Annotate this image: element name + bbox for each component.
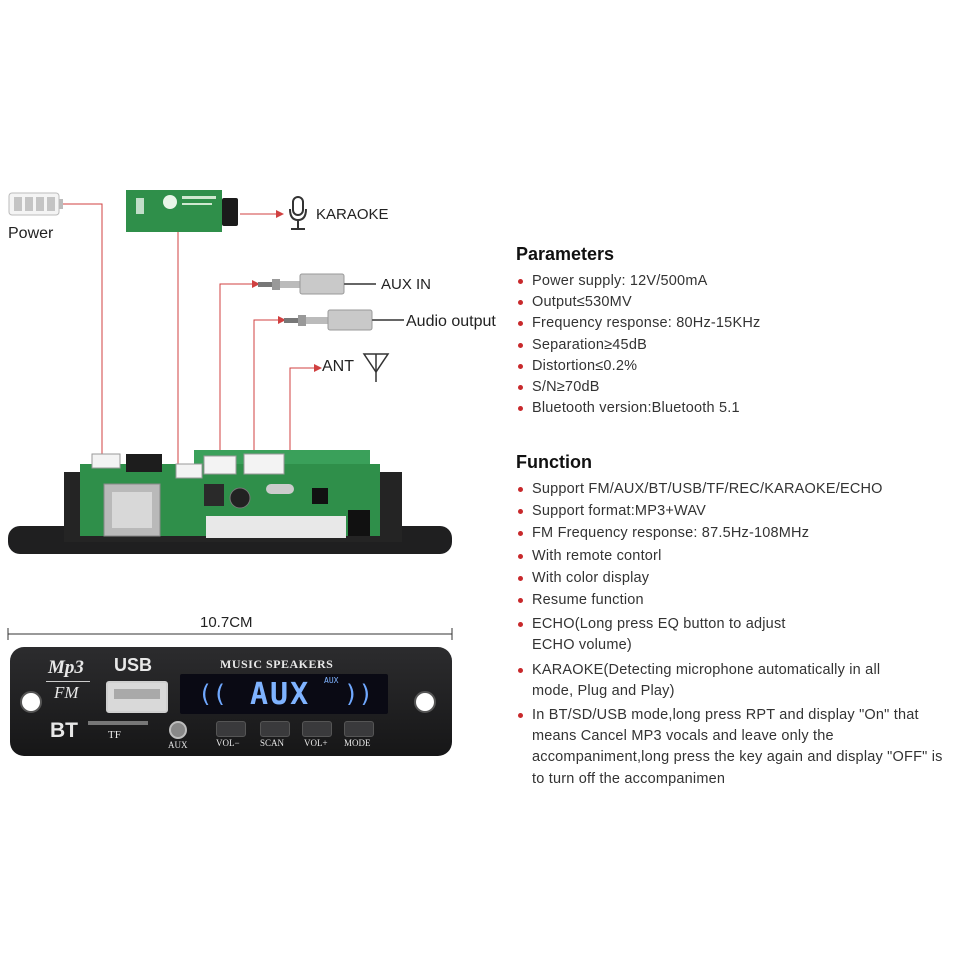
parameter-item: Bluetooth version:Bluetooth 5.1 bbox=[516, 398, 956, 419]
audio-output-plug-icon bbox=[284, 309, 404, 331]
dimension-label: 10.7CM bbox=[200, 614, 253, 631]
power-label: Power bbox=[8, 225, 54, 242]
parameters-section: Parameters Power supply: 12V/500mA Outpu… bbox=[516, 244, 956, 419]
function-item: With remote contorl bbox=[516, 546, 946, 567]
parameter-item: Distortion≤0.2% bbox=[516, 356, 956, 377]
mp3-fm-divider bbox=[46, 681, 90, 682]
mount-hole-left bbox=[20, 691, 42, 713]
ant-label: ANT bbox=[322, 358, 354, 375]
vol-minus-label: VOL− bbox=[216, 738, 240, 748]
parameters-title: Parameters bbox=[516, 244, 615, 264]
karaoke-arrow bbox=[276, 210, 284, 218]
signal-right-icon: )) bbox=[344, 680, 373, 708]
vol-plus-label: VOL+ bbox=[304, 738, 328, 748]
aux-in-label: AUX IN bbox=[381, 276, 432, 293]
audio-output-arrow bbox=[278, 316, 286, 324]
parameter-item: Power supply: 12V/500mA bbox=[516, 271, 956, 292]
karaoke-module bbox=[126, 190, 238, 232]
function-item: KARAOKE(Detecting microphone automatical… bbox=[516, 660, 912, 702]
tf-label: TF bbox=[108, 729, 121, 741]
aux-in-line bbox=[219, 283, 252, 458]
parameters-list: Power supply: 12V/500mA Output≤530MV Fre… bbox=[516, 271, 956, 419]
audio-output-label: Audio output bbox=[406, 313, 496, 330]
parameter-item: Output≤530MV bbox=[516, 292, 956, 313]
signal-left-icon: (( bbox=[198, 680, 227, 708]
display-screen: (( AUX AUX )) bbox=[180, 674, 388, 714]
antenna-icon bbox=[362, 353, 390, 382]
ant-line bbox=[289, 367, 320, 456]
fm-logo: FM bbox=[54, 683, 79, 702]
display-small-text: AUX bbox=[324, 676, 339, 685]
function-list: Support FM/AUX/BT/USB/TF/REC/KARAOKE/ECH… bbox=[516, 479, 946, 790]
vol-minus-button[interactable] bbox=[216, 721, 246, 737]
function-item: In BT/SD/USB mode,long press RPT and dis… bbox=[516, 705, 947, 790]
ant-arrow bbox=[314, 364, 322, 372]
aux-jack-label: AUX bbox=[168, 740, 188, 750]
mode-label: MODE bbox=[344, 738, 371, 748]
mp3-logo: Mp3 bbox=[48, 657, 84, 678]
parameter-item: S/N≥70dB bbox=[516, 377, 956, 398]
function-title: Function bbox=[516, 452, 592, 472]
vol-plus-button[interactable] bbox=[302, 721, 332, 737]
microphone-icon bbox=[289, 196, 307, 230]
mount-hole-right bbox=[414, 691, 436, 713]
usb-label: USB bbox=[114, 655, 153, 675]
function-item: With color display bbox=[516, 568, 946, 589]
scan-label: SCAN bbox=[260, 738, 285, 748]
aux-in-plug-icon bbox=[258, 273, 376, 295]
display-text: AUX bbox=[250, 677, 311, 712]
brand-label: MUSIC SPEAKERS bbox=[220, 657, 334, 671]
aux-jack[interactable] bbox=[169, 721, 187, 739]
function-item: Resume function bbox=[516, 590, 946, 611]
pcb-board bbox=[8, 450, 452, 554]
usb-port[interactable] bbox=[106, 681, 168, 713]
function-item: Support format:MP3+WAV bbox=[516, 501, 946, 522]
parameter-item: Frequency response: 80Hz-15KHz bbox=[516, 313, 956, 334]
front-panel: Mp3 FM BT USB TF AUX MUSIC SPEAKERS (( A… bbox=[10, 647, 452, 756]
power-line bbox=[62, 203, 103, 456]
tf-slot[interactable] bbox=[88, 721, 148, 725]
aux-in-arrow bbox=[252, 280, 260, 288]
bt-logo: BT bbox=[50, 719, 78, 742]
function-section: Function Support FM/AUX/BT/USB/TF/REC/KA… bbox=[516, 452, 946, 791]
battery-icon bbox=[8, 192, 63, 216]
scan-button[interactable] bbox=[260, 721, 290, 737]
function-item: ECHO(Long press EQ button to adjust ECHO… bbox=[516, 614, 832, 656]
function-item: Support FM/AUX/BT/USB/TF/REC/KARAOKE/ECH… bbox=[516, 479, 946, 500]
karaoke-label: KARAOKE bbox=[316, 206, 389, 223]
audio-output-line bbox=[253, 319, 278, 456]
mode-button[interactable] bbox=[344, 721, 374, 737]
function-item: FM Frequency response: 87.5Hz-108MHz bbox=[516, 523, 946, 544]
parameter-item: Separation≥45dB bbox=[516, 335, 956, 356]
